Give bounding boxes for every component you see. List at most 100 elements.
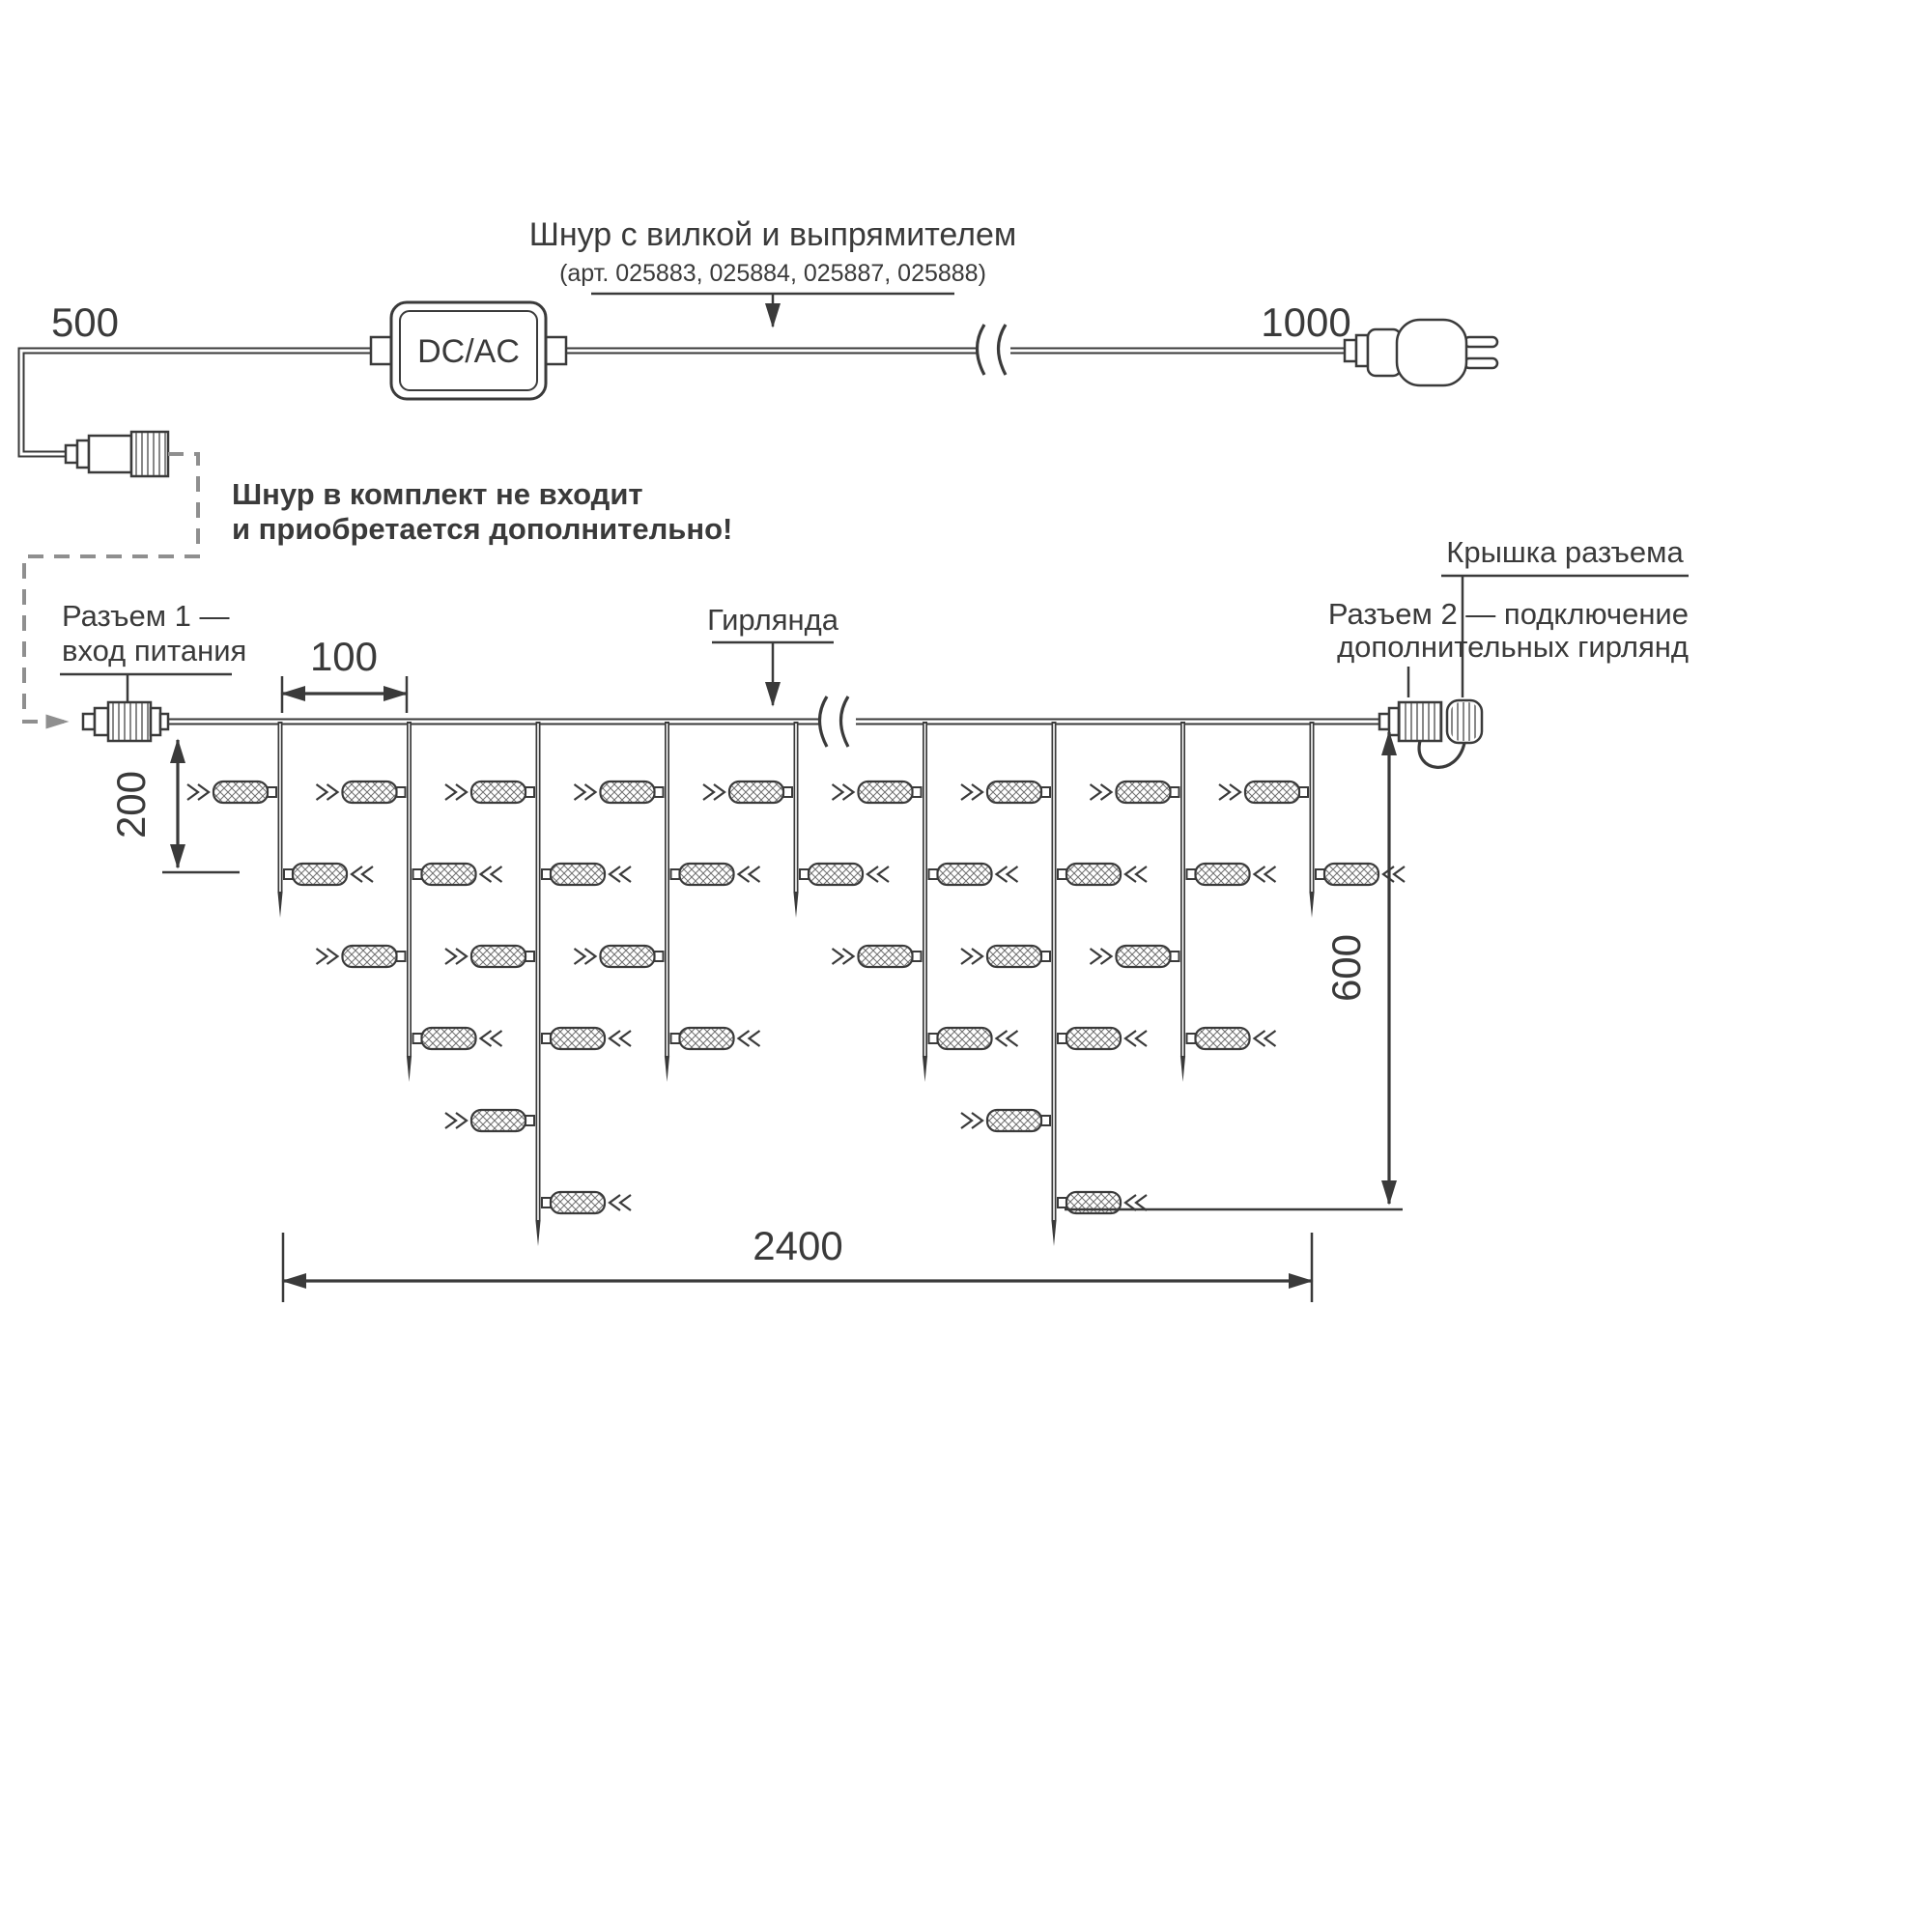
led-socket (653, 951, 665, 962)
plug-collar-2 (1354, 333, 1370, 368)
led-bulb (541, 1026, 632, 1051)
light-rays-icon (831, 948, 856, 965)
converter-body-inner (399, 310, 538, 391)
led-socket (525, 786, 535, 798)
led-socket (911, 951, 923, 962)
led-socket (1040, 1115, 1051, 1126)
led-socket (1057, 868, 1067, 880)
led-bulb (927, 1026, 1019, 1051)
garland-drop (1089, 722, 1277, 1082)
connector2-label-line1: Разъем 2 — подключение (1328, 597, 1689, 631)
plug-pin-top (1463, 335, 1499, 349)
led-capsule-hatch (859, 782, 912, 802)
led-bulb (1185, 862, 1277, 887)
led-bulb (412, 1026, 503, 1051)
led-capsule-hatch (1325, 865, 1378, 884)
led-bulb (573, 780, 665, 805)
light-rays-icon (831, 783, 856, 801)
led-capsule-hatch (601, 782, 654, 802)
garland-connector-2 (1378, 698, 1484, 769)
led-bulb (1057, 1026, 1148, 1051)
garland-drop (1218, 722, 1406, 918)
led-capsule-hatch (680, 865, 733, 884)
led-capsule-hatch (1067, 1029, 1120, 1048)
light-rays-icon (702, 783, 726, 801)
led-socket (395, 951, 407, 962)
drop-tip (1179, 1056, 1186, 1082)
led-capsule-hatch (1067, 1193, 1120, 1212)
led-bulb (831, 780, 923, 805)
drop-tip (793, 892, 799, 918)
dim-500-label: 500 (51, 299, 119, 345)
light-rays-icon (1252, 1030, 1277, 1047)
led-capsule-hatch (938, 865, 991, 884)
led-socket (927, 1033, 939, 1044)
garland-drop (315, 722, 503, 1082)
led-socket (1040, 786, 1051, 798)
led-bulb (960, 780, 1051, 805)
led-capsule-hatch (343, 782, 396, 802)
garland-assembly (81, 696, 1484, 769)
led-capsule-hatch (810, 865, 862, 884)
led-bulb (444, 1108, 535, 1133)
light-rays-icon (573, 783, 598, 801)
connector2-collar (1387, 706, 1401, 737)
led-socket (541, 868, 552, 880)
light-rays-icon (994, 866, 1019, 883)
connector1-tip (81, 712, 97, 731)
led-bulb (1089, 780, 1180, 805)
led-bulb (1218, 780, 1309, 805)
led-capsule-hatch (1067, 865, 1120, 884)
led-socket (782, 786, 793, 798)
light-rays-icon (444, 783, 469, 801)
dimension-annotations: 100 200 600 2400 (108, 634, 1403, 1302)
light-rays-icon (736, 866, 761, 883)
note-line-2: и приобретается дополнительно! (232, 512, 732, 546)
led-capsule-hatch (472, 1111, 525, 1130)
led-bulb (1057, 1190, 1148, 1215)
led-capsule-hatch (1196, 865, 1249, 884)
light-rays-icon (866, 866, 890, 883)
light-rays-icon (608, 1194, 632, 1211)
led-bulb (541, 1190, 632, 1215)
plug-head (1395, 318, 1468, 387)
garland-drop (831, 722, 1019, 1082)
dim-2400-ticks (281, 1233, 1314, 1302)
light-rays-icon (994, 1030, 1019, 1047)
led-bulb (412, 862, 503, 887)
light-rays-icon (350, 866, 374, 883)
led-socket (267, 786, 277, 798)
led-bulb (444, 944, 535, 969)
light-rays-icon (1089, 783, 1114, 801)
light-rays-icon (444, 1112, 469, 1129)
connector-tip (64, 443, 79, 465)
led-bulb (702, 780, 793, 805)
power-plug (1343, 318, 1499, 387)
connector2-label-line2: дополнительных гирлянд (1337, 630, 1689, 664)
led-socket (541, 1197, 552, 1208)
led-capsule-hatch (680, 1029, 733, 1048)
cord-output-connector (64, 430, 170, 478)
led-socket (395, 786, 407, 798)
connector-nut-knurl (132, 433, 167, 475)
cap-label: Крышка разъема (1446, 535, 1684, 569)
led-capsule-hatch (294, 865, 346, 884)
dim-600-label: 600 (1323, 934, 1369, 1002)
led-capsule-hatch (1246, 782, 1298, 802)
led-socket (1185, 1033, 1197, 1044)
led-bulb (960, 944, 1051, 969)
led-capsule-hatch (730, 782, 782, 802)
led-socket (283, 868, 294, 880)
led-bulb (1315, 862, 1406, 887)
led-bulb (960, 1108, 1051, 1133)
light-rays-icon (960, 948, 984, 965)
light-rays-icon (478, 866, 503, 883)
light-rays-icon (736, 1030, 761, 1047)
light-rays-icon (1123, 1194, 1148, 1211)
light-rays-icon (960, 783, 984, 801)
led-socket (525, 1115, 535, 1126)
led-capsule-hatch (988, 782, 1040, 802)
converter-left-nub (369, 335, 393, 366)
dim-100-label: 100 (310, 634, 378, 679)
